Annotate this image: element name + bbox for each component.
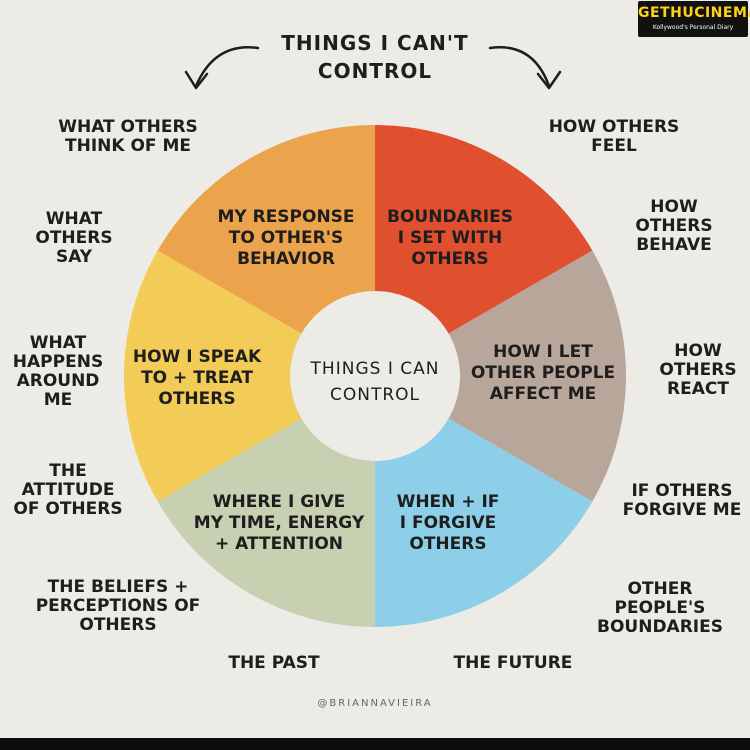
segment-label-forgive-line: I FORGIVE <box>400 513 496 533</box>
segment-others-affect <box>375 250 626 502</box>
author-credit: @BRIANNAVIEIRA <box>317 698 432 709</box>
outer-label-what-others-say-line: WHAT <box>46 209 103 229</box>
outer-label-the-future-line: THE FUTURE <box>454 653 573 673</box>
right-curved-arrow-icon <box>488 46 551 88</box>
segment-label-speak-treat-line: OTHERS <box>158 389 235 409</box>
outer-label-beliefs-perceptions-line: THE BELIEFS + <box>48 577 189 597</box>
outer-label-attitude-of-others-line: THE <box>49 461 86 481</box>
outer-label-the-future: THE FUTURE <box>454 653 573 673</box>
right-arrowhead-icon <box>536 70 562 90</box>
segment-label-time-energy-line: + ATTENTION <box>215 534 343 554</box>
outer-label-beliefs-perceptions-line: PERCEPTIONS OF <box>36 596 201 616</box>
center-hole <box>290 291 460 461</box>
segment-label-boundaries-line: BOUNDARIES <box>387 207 513 227</box>
outer-label-others-forgive-line: IF OTHERS <box>631 481 732 501</box>
title-text: THINGS I CAN'T CONTROL <box>281 31 468 83</box>
center-text-line: THINGS I CAN <box>310 359 440 379</box>
outer-label-what-others-say-line: OTHERS <box>35 228 112 248</box>
watermark-name: GETHUCINEMA <box>638 5 750 21</box>
outer-label-what-happens-around-line: ME <box>44 390 73 410</box>
outer-label-others-forgive-line: FORGIVE ME <box>623 500 742 520</box>
outer-label-other-boundaries-line: OTHER <box>628 579 693 599</box>
segment-label-forgive-line: WHEN + IF <box>397 492 500 512</box>
outer-label-others-behave-line: OTHERS <box>635 216 712 236</box>
outer-label-the-past: THE PAST <box>228 653 320 673</box>
segment-label-time-energy-line: MY TIME, ENERGY <box>194 513 365 533</box>
center-label: THINGS I CAN CONTROL <box>310 359 440 405</box>
outer-label-what-others-think-line: THINK OF ME <box>65 136 191 156</box>
outer-label-others-feel-line: FEEL <box>591 136 637 156</box>
left-curved-arrow-icon <box>194 46 260 88</box>
outer-label-beliefs-perceptions-line: OTHERS <box>79 615 156 635</box>
outer-label-other-boundaries-line: BOUNDARIES <box>597 617 723 637</box>
outer-label-others-feel-line: HOW OTHERS <box>549 117 680 137</box>
center-text: THINGS I CAN CONTROL <box>310 359 440 405</box>
watermark-tagline: Kollywood's Personal Diary <box>652 24 734 31</box>
outer-label-others-react-line: OTHERS <box>659 360 736 380</box>
outer-label-what-happens-around-line: HAPPENS <box>13 352 103 372</box>
segment-label-time-energy-line: WHERE I GIVE <box>213 492 346 512</box>
watermark-logo: GETHUCINEMA Kollywood's Personal Diary <box>638 1 750 37</box>
center-text-line: CONTROL <box>330 385 420 405</box>
outer-label-what-others-say-line: SAY <box>56 247 93 267</box>
outer-label-what-others-think-line: WHAT OTHERS <box>58 117 198 137</box>
bottom-bar <box>0 738 750 750</box>
segment-speak-treat <box>124 250 375 502</box>
segment-label-speak-treat-line: TO + TREAT <box>141 368 253 388</box>
outer-label-others-behave-line: BEHAVE <box>636 235 712 255</box>
segment-label-others-affect-line: OTHER PEOPLE <box>471 363 615 383</box>
outer-label-what-happens-around-line: WHAT <box>30 333 87 353</box>
title-arrows <box>184 46 562 90</box>
segment-label-my-response-line: BEHAVIOR <box>237 249 335 269</box>
page-title: THINGS I CAN'T CONTROL <box>281 31 468 83</box>
outer-label-attitude-of-others-line: ATTITUDE <box>22 480 115 500</box>
outer-label-others-react-line: HOW <box>674 341 722 361</box>
outer-label-what-happens-around-line: AROUND <box>17 371 100 391</box>
outer-label-other-boundaries-line: PEOPLE'S <box>615 598 706 618</box>
segment-label-boundaries-line: I SET WITH <box>398 228 503 248</box>
outer-label-the-past-line: THE PAST <box>228 653 320 673</box>
title-text-line: THINGS I CAN'T <box>281 31 468 55</box>
segment-label-forgive-line: OTHERS <box>409 534 486 554</box>
segment-label-my-response-line: TO OTHER'S <box>229 228 343 248</box>
segment-label-speak-treat-line: HOW I SPEAK <box>133 347 262 367</box>
segment-label-boundaries-line: OTHERS <box>411 249 488 269</box>
segment-label-others-affect-line: AFFECT ME <box>490 384 597 404</box>
title-text-line: CONTROL <box>318 59 432 83</box>
outer-label-attitude-of-others-line: OF OTHERS <box>13 499 122 519</box>
left-arrowhead-icon <box>184 70 209 90</box>
segment-label-my-response-line: MY RESPONSE <box>217 207 354 227</box>
outer-label-others-react-line: REACT <box>667 379 729 399</box>
outer-label-others-behave-line: HOW <box>650 197 698 217</box>
segment-label-others-affect-line: HOW I LET <box>493 342 593 362</box>
